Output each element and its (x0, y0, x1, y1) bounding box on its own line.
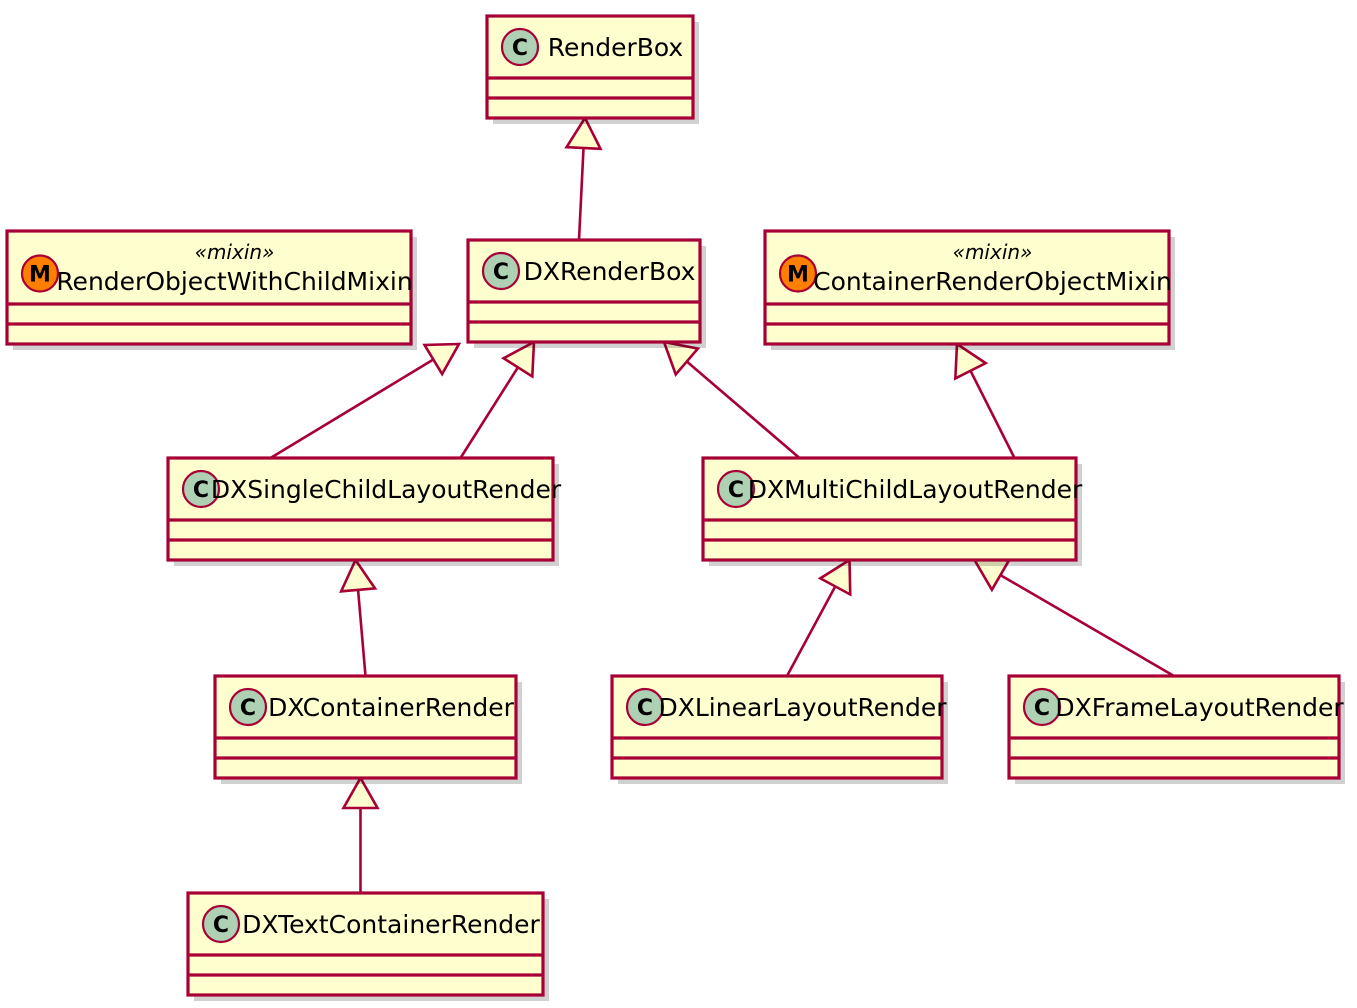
generalization-arrowhead-icon (817, 557, 852, 597)
class-node-DXRenderBox[interactable]: C DXRenderBox (466, 238, 706, 348)
node-name: DXSingleChildLayoutRender (211, 475, 562, 504)
inheritance-edge-DXSingleChildLayoutRender-to-DXRenderBox (459, 339, 536, 459)
edges-layer (269, 115, 1175, 893)
edge-line (685, 360, 801, 459)
generalization-arrowhead-icon (339, 557, 378, 593)
edge-line (356, 589, 367, 677)
class-node-DXContainerRender[interactable]: C DXContainerRender (213, 674, 522, 784)
class-icon-letter: C (493, 260, 509, 285)
edge-line (785, 585, 837, 677)
class-node-RenderBox[interactable]: C RenderBox (485, 14, 699, 124)
generalization-arrowhead-icon (422, 342, 462, 377)
inheritance-edge-DXContainerRender-to-DXSingleChildLayoutRender (339, 557, 378, 677)
node-body (213, 674, 518, 780)
node-stereotype: «mixin» (195, 240, 275, 264)
inheritance-edge-DXSingleChildLayoutRender-to-RenderObjectWithChildMixin (269, 342, 462, 460)
mixin-icon (20, 254, 60, 293)
inheritance-edge-DXFrameLayoutRender-to-DXMultiChildLayoutRender (972, 558, 1175, 678)
class-icon-letter: C (1034, 696, 1050, 721)
class-icon (1022, 687, 1062, 727)
inheritance-edge-DXMultiChildLayoutRender-to-DXRenderBox (661, 340, 801, 459)
node-name: RenderObjectWithChildMixin (56, 267, 412, 296)
edge-line (459, 366, 520, 459)
class-icon-letter: C (213, 913, 229, 938)
class-icon-letter: C (240, 696, 256, 721)
node-name: ContainerRenderObjectMixin (813, 267, 1172, 296)
node-name: DXTextContainerRender (242, 910, 540, 939)
node-body (610, 674, 944, 780)
node-body (186, 891, 545, 997)
node-name: DXLinearLayoutRender (658, 693, 947, 722)
class-node-DXTextContainerRender[interactable]: C DXTextContainerRender (186, 891, 549, 1001)
mixin-icon-letter: M (29, 263, 51, 288)
inheritance-edge-DXMultiChildLayoutRender-to-ContainerRenderObjectMixin (953, 341, 1016, 459)
inheritance-edge-DXRenderBox-to-RenderBox (564, 115, 603, 241)
edge-line (269, 358, 435, 460)
edge-line (999, 573, 1175, 678)
generalization-arrowhead-icon (341, 775, 380, 810)
class-icon-letter: C (512, 36, 528, 61)
edge-line (577, 147, 585, 241)
class-icon-letter: C (637, 696, 653, 721)
node-name: DXRenderBox (524, 257, 696, 286)
class-icon (181, 469, 221, 509)
class-icon (625, 687, 665, 727)
generalization-arrowhead-icon (564, 115, 603, 151)
generalization-arrowhead-icon (501, 339, 536, 379)
class-icon (201, 904, 241, 944)
generalization-arrowhead-icon (661, 340, 701, 377)
node-stereotype: «mixin» (953, 240, 1033, 264)
mixin-icon-letter: M (787, 263, 809, 288)
class-icon (228, 687, 268, 727)
node-body (1007, 674, 1341, 780)
node-name: DXContainerRender (268, 693, 514, 722)
node-body (701, 456, 1078, 562)
node-name: DXFrameLayoutRender (1055, 693, 1344, 722)
class-icon (481, 251, 521, 291)
class-icon (716, 469, 756, 509)
node-body (166, 456, 555, 562)
edge-line (969, 370, 1016, 459)
node-name: RenderBox (548, 33, 683, 62)
class-icon-letter: C (728, 478, 744, 503)
class-node-ContainerRenderObjectMixin[interactable]: M «mixin» ContainerRenderObjectMixin (763, 229, 1175, 350)
generalization-arrowhead-icon (953, 341, 989, 381)
class-node-RenderObjectWithChildMixin[interactable]: M «mixin» RenderObjectWithChildMixin (5, 229, 417, 350)
class-icon-letter: C (193, 478, 209, 503)
inheritance-edge-DXTextContainerRender-to-DXContainerRender (341, 775, 380, 893)
class-icon (500, 27, 540, 67)
node-name: DXMultiChildLayoutRender (748, 475, 1083, 504)
mixin-icon (778, 254, 818, 293)
inheritance-edge-DXLinearLayoutRender-to-DXMultiChildLayoutRender (785, 557, 852, 677)
